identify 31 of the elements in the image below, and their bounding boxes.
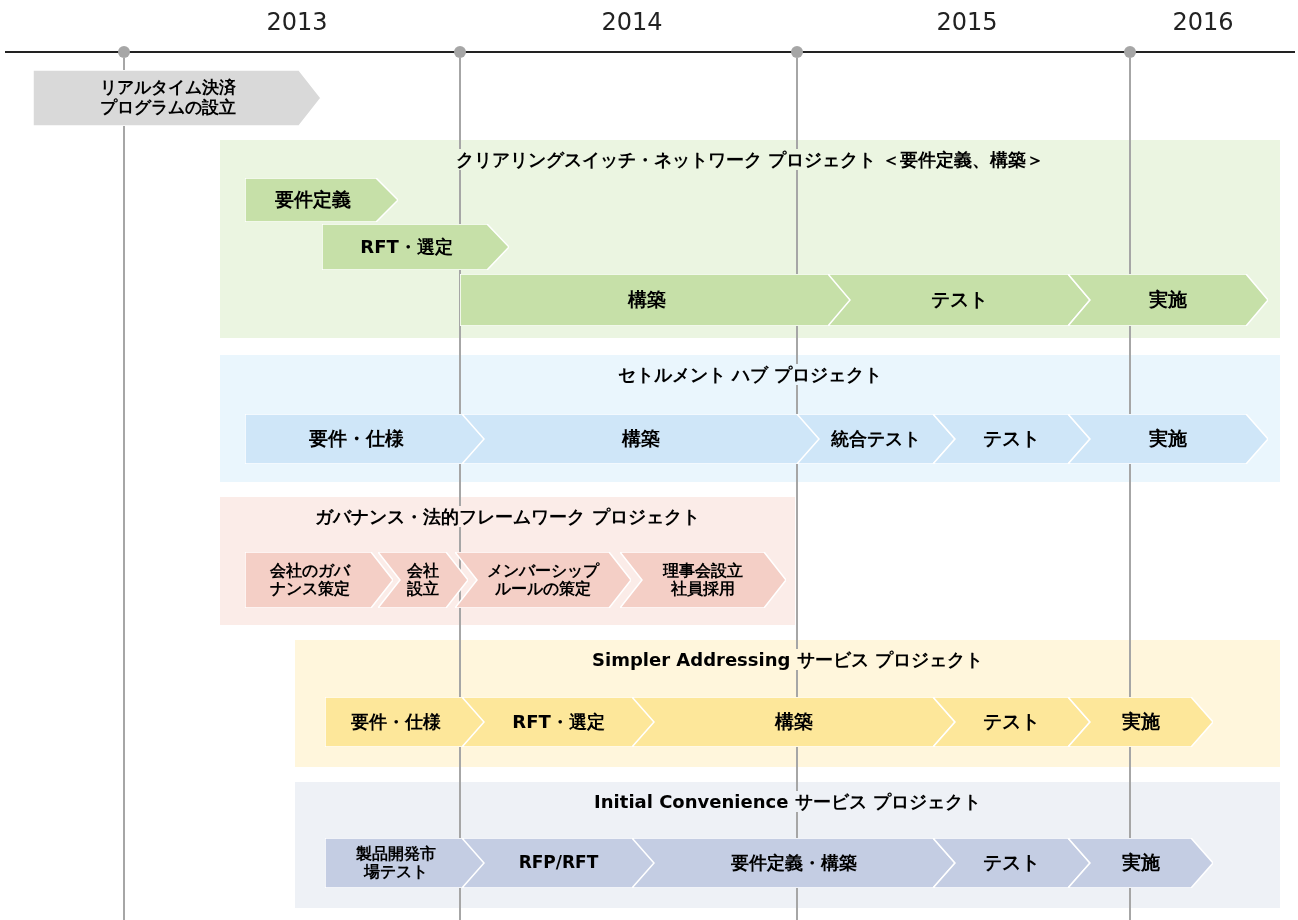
- phase-box: 構築: [460, 274, 852, 326]
- phase-box: 実施: [1068, 838, 1213, 888]
- year-label: 2014: [601, 8, 663, 36]
- project-band: [295, 640, 1280, 767]
- phase-box: 統合テスト: [797, 414, 955, 464]
- year-label: 2015: [936, 8, 998, 36]
- project-band: [220, 140, 1280, 338]
- phase-box: メンバーシップルールの策定: [455, 552, 631, 608]
- phase-box: テスト: [933, 838, 1090, 888]
- phase-box: 会社のガバナンス策定: [245, 552, 393, 608]
- phase-box: リアルタイム決済プログラムの設立: [33, 70, 321, 126]
- phase-box: 要件・仕様: [325, 697, 485, 747]
- phase-box: 要件・仕様: [245, 414, 485, 464]
- phase-box: テスト: [933, 414, 1090, 464]
- project-band: [220, 497, 795, 625]
- project-band: [220, 355, 1280, 482]
- year-label: 2013: [266, 8, 328, 36]
- phase-box: 理事会設立社員採用: [620, 552, 786, 608]
- phase-box: RFT・選定: [322, 224, 509, 270]
- phase-box: テスト: [933, 697, 1090, 747]
- phase-box: RFT・選定: [462, 697, 655, 747]
- phase-box: 製品開発市場テスト: [325, 838, 485, 888]
- phase-box: 会社設立: [378, 552, 468, 608]
- phase-box: 実施: [1068, 414, 1268, 464]
- phase-box: 実施: [1068, 274, 1268, 326]
- project-band: [295, 782, 1280, 908]
- phase-box: RFP/RFT: [462, 838, 655, 888]
- phase-box: テスト: [828, 274, 1090, 326]
- phase-box: 要件定義: [245, 178, 398, 222]
- phase-box: 実施: [1068, 697, 1213, 747]
- year-label: 2016: [1172, 8, 1234, 36]
